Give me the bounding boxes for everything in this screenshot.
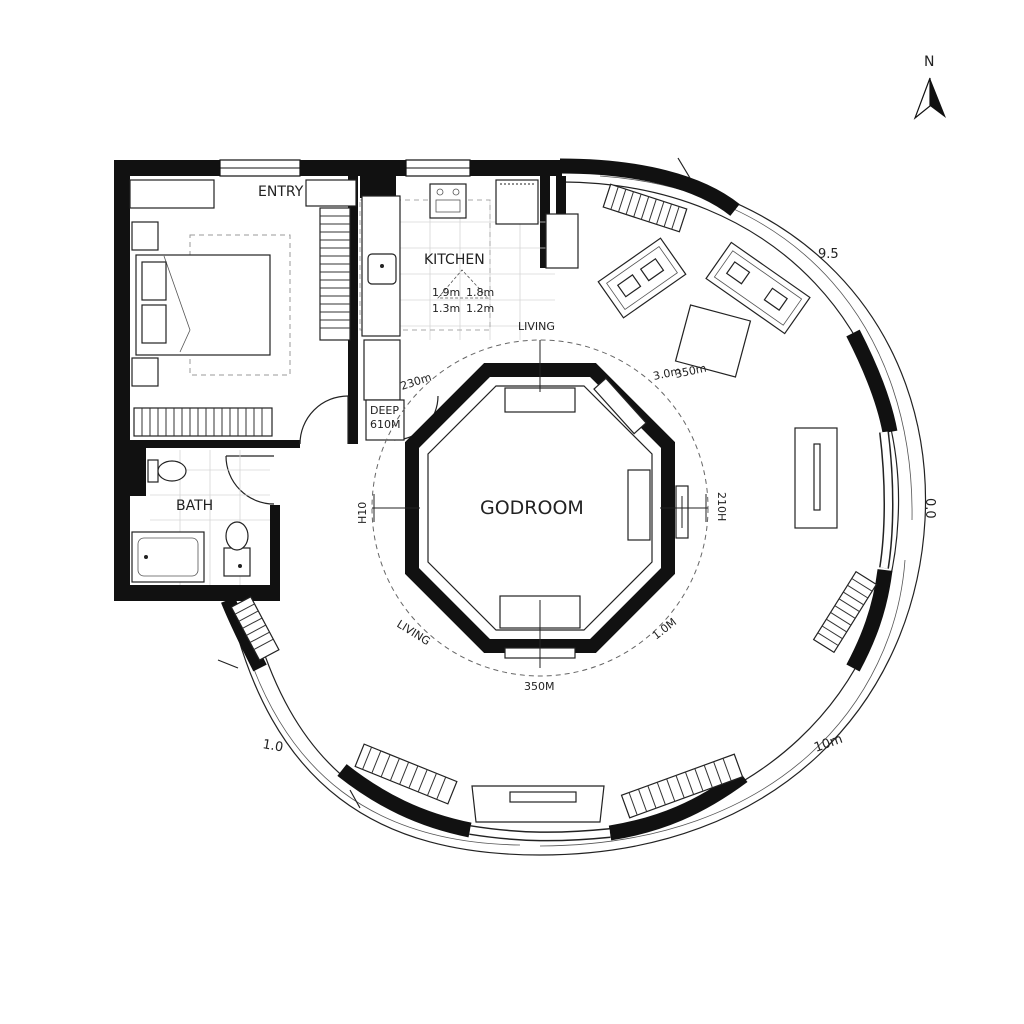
bathtub-icon	[131, 531, 205, 583]
kitchen-dimension-triangle	[437, 269, 489, 299]
bottom-center-dim: 350M	[524, 680, 555, 693]
octagon-crosshair-lines	[372, 340, 708, 668]
outer-left-dim: 1.0	[261, 737, 284, 755]
living-bottom-label: LIVING	[394, 618, 432, 649]
outer-dimension-ticks	[217, 157, 691, 809]
entry-shelving-icon	[319, 207, 351, 341]
curved-wall-segments	[221, 158, 898, 841]
outer-right-dim: 0.0	[922, 498, 937, 519]
living-top-label: LIVING	[518, 320, 555, 333]
east-window	[879, 431, 894, 569]
coffee-table-icon	[674, 304, 752, 378]
deep-box	[365, 399, 405, 441]
fridge-icon	[495, 179, 539, 225]
toilet-icon	[147, 459, 187, 483]
bottom-console-icon	[471, 785, 605, 823]
kitchen-zone-outline	[359, 199, 491, 331]
bottom-right-dim: 1.0M	[650, 616, 679, 643]
living-dim-2: 350m	[674, 362, 708, 381]
kitchen-diagonal-dim: 230m	[399, 371, 433, 393]
deep-label: DEEP	[370, 404, 399, 417]
top-windows	[219, 159, 471, 177]
kitchen-sink-icon	[367, 253, 397, 285]
stove-icon	[429, 183, 467, 219]
north-arrow-icon	[913, 77, 946, 120]
radiator-icons	[230, 183, 878, 819]
kitchen-dim-3: 1.3m	[432, 302, 460, 315]
bath-label: BATH	[176, 498, 213, 514]
bottom-window	[469, 825, 611, 842]
kitchen-dim-2: 1.8m	[466, 286, 494, 299]
kitchen-label: KITCHEN	[424, 252, 485, 268]
outer-bottom-right-dim: 10m	[812, 732, 845, 756]
living-dim-1: 3.0m	[652, 364, 682, 383]
east-table-icon	[794, 427, 838, 529]
kitchen-dim-1: 1.9m	[432, 286, 460, 299]
outer-top-right-dim: 9.5	[818, 247, 839, 262]
kitchen-counter	[361, 195, 401, 401]
left-height-label: H10	[356, 502, 369, 524]
pantry-icon	[545, 213, 579, 269]
bedroom-shelf-icon	[133, 407, 273, 437]
right-height-label: 210H	[715, 492, 728, 521]
north-label: N	[924, 54, 934, 70]
kitchen-dim-4: 1.2m	[466, 302, 494, 315]
sink-icon	[223, 521, 251, 577]
entry-label: ENTRY	[258, 184, 304, 200]
center-room-label: GODROOM	[480, 497, 584, 519]
sofa-left-icon	[597, 237, 687, 319]
bedroom-furniture	[129, 179, 357, 437]
deep-depth-label: 610M	[370, 418, 401, 431]
sofa-right-icon	[705, 241, 811, 335]
